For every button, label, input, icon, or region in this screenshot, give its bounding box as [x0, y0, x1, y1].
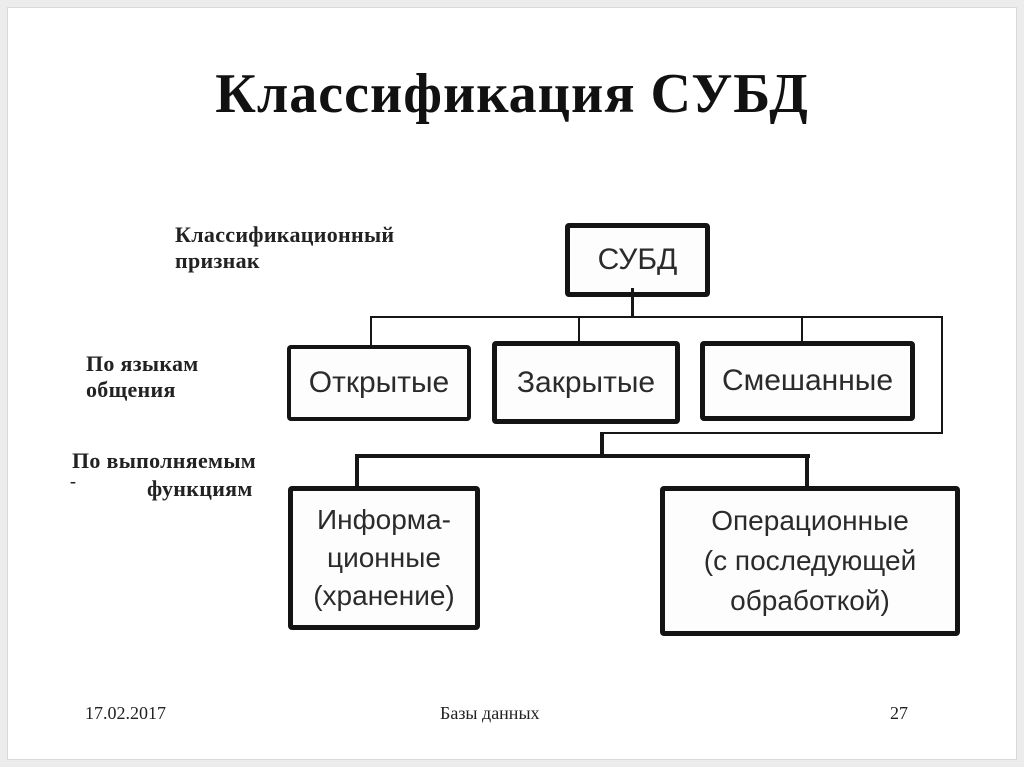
connector-top-horizontal [371, 316, 943, 318]
node-open: Открытые [287, 345, 471, 421]
node-informational-line: Информа- [317, 504, 451, 535]
node-closed-label: Закрытые [516, 365, 656, 399]
footer-date: 17.02.2017 [85, 703, 166, 723]
connector-bottom-horizontal [355, 454, 810, 458]
footer-page-number: 27 [890, 703, 908, 723]
label-line: По языкам [86, 351, 199, 376]
node-subd-label: СУБД [597, 243, 678, 276]
label-by-function-line1: По выполняемым [72, 448, 257, 473]
node-open-label: Открытые [308, 366, 450, 399]
node-informational-line: ционные [327, 542, 441, 573]
connector-drop-closed [578, 316, 580, 343]
node-operational-line: Операционные [711, 505, 909, 536]
connector-drop-oper [805, 454, 809, 486]
connector-drop-mixed [801, 316, 803, 343]
node-mixed-label: Смешанные [721, 364, 894, 397]
label-classification-criterion: Классификационный признак [175, 222, 394, 274]
connector-mid-horizontal [602, 432, 942, 434]
node-operational-line: (с последующей [703, 545, 917, 576]
node-closed: Закрытые [492, 341, 680, 424]
label-line: общения [86, 377, 176, 402]
node-mixed: Смешанные [700, 341, 915, 421]
label-line: Классификационный [175, 222, 395, 247]
node-subd: СУБД [565, 223, 710, 297]
connector-drop-open [370, 316, 372, 346]
connector-root-stem [631, 288, 634, 318]
label-by-function-dash: - [70, 471, 77, 491]
connector-right-vertical [941, 316, 943, 434]
label-by-language: По языкам общения [86, 351, 199, 403]
connector-drop-info [355, 454, 359, 486]
connector-mid-stem [600, 432, 604, 458]
node-operational: Операционные (с последующей обработкой) [660, 486, 960, 636]
node-informational: Информа- ционные (хранение) [288, 486, 480, 630]
label-by-function-line2: функциям [147, 476, 253, 501]
label-line: признак [175, 248, 260, 273]
footer-title: Базы данных [440, 703, 540, 723]
node-informational-line: (хранение) [313, 580, 455, 611]
slide-title: Классификация СУБД [215, 63, 809, 125]
node-operational-line: обработкой) [730, 585, 890, 616]
